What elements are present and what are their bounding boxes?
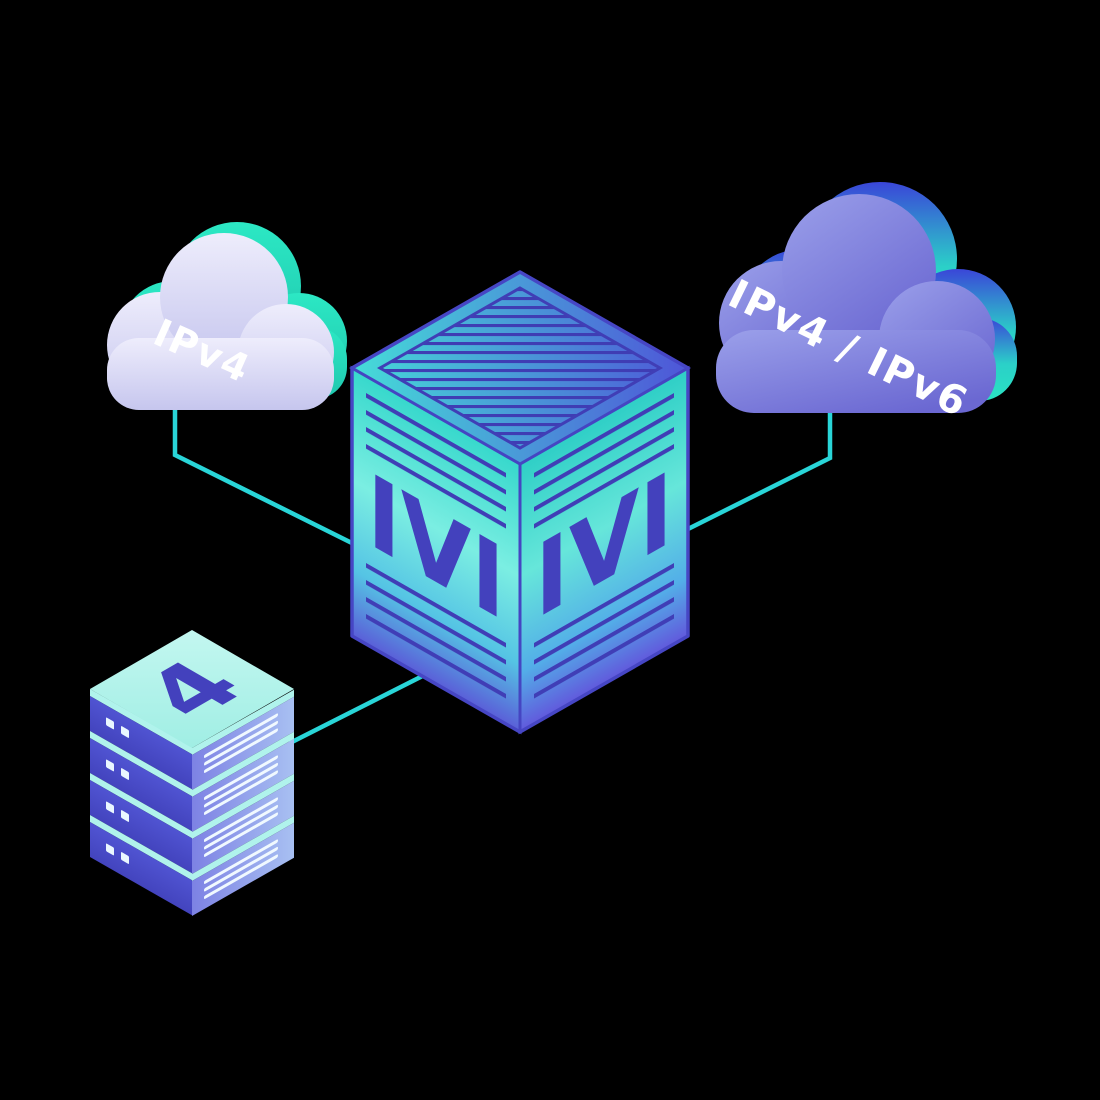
ipv4-ipv6-cloud-icon: IPv4 / IPv6 [716,182,1017,427]
left-face-bottom-stripes [366,560,506,701]
ipv4-cloud-icon: IPv4 [107,222,347,410]
server-stack-icon: 4 [90,630,294,916]
right-face-top-stripes [534,388,674,533]
connector-right-cloud [658,406,833,546]
ivi-cube-right-face: IVI [518,365,690,735]
ivi-cube-left-face: IVI [350,365,522,735]
top-face-stripes [376,286,664,450]
connector-left-cloud [172,392,382,560]
ivi-cube-icon: IVI IVI [348,270,692,735]
server-stack-top-face [90,630,294,748]
ivi-cube-outline [350,270,690,734]
right-face-bottom-stripes [534,559,674,700]
left-face-top-stripes [366,387,506,532]
